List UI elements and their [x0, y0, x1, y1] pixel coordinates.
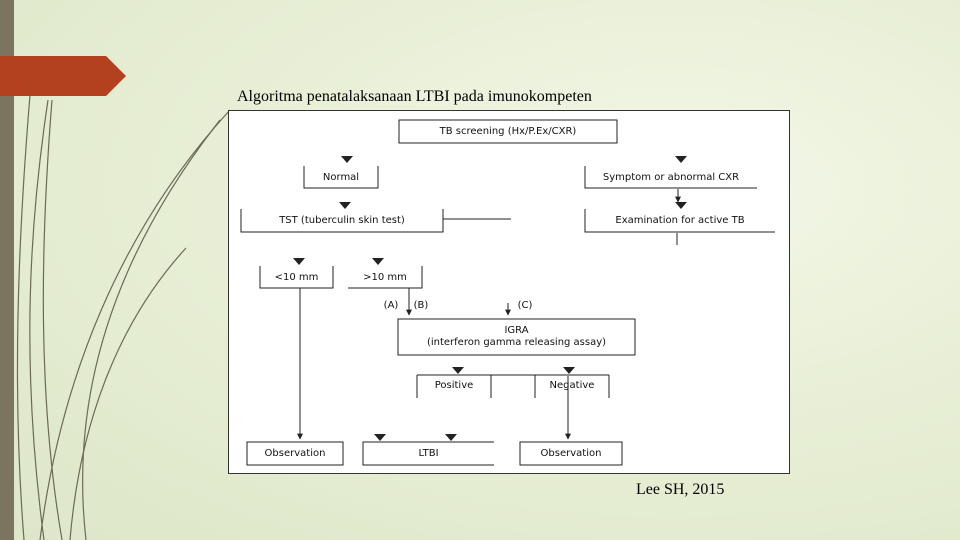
- flowchart-connectors: [240, 119, 775, 466]
- left-accent-bar: [0, 0, 14, 540]
- exam-active-tb-box: Examination for active TB: [615, 215, 745, 226]
- path-c-label: (C): [517, 300, 533, 311]
- symptom-box: Symptom or abnormal CXR: [602, 172, 740, 183]
- flowchart-figure: TB screening (Hx/P.Ex/CXR) Normal Sympto…: [228, 110, 790, 474]
- positive-box: Positive: [434, 380, 474, 391]
- gt10-box: >10 mm: [363, 272, 407, 283]
- tb-screening-box: TB screening (Hx/P.Ex/CXR): [439, 126, 577, 137]
- path-b-label: (B): [413, 300, 429, 311]
- negative-box: Negative: [549, 380, 595, 391]
- path-a-label: (A): [383, 300, 399, 311]
- ltbi-box: LTBI: [418, 448, 439, 459]
- lt10-box: <10 mm: [274, 272, 319, 283]
- observation-left-box: Observation: [264, 448, 326, 459]
- igra-subtitle: (interferon gamma releasing assay): [426, 337, 607, 348]
- accent-arrow-tab: [0, 56, 126, 96]
- tst-box: TST (tuberculin skin test): [279, 215, 405, 226]
- source-credit: Lee SH, 2015: [636, 481, 725, 498]
- observation-right-box: Observation: [540, 448, 602, 459]
- normal-box: Normal: [322, 172, 360, 183]
- igra-title: IGRA: [504, 325, 529, 336]
- slide-title: Algoritma penatalaksanaan LTBI pada imun…: [237, 88, 592, 105]
- decorative-lines: [16, 94, 231, 540]
